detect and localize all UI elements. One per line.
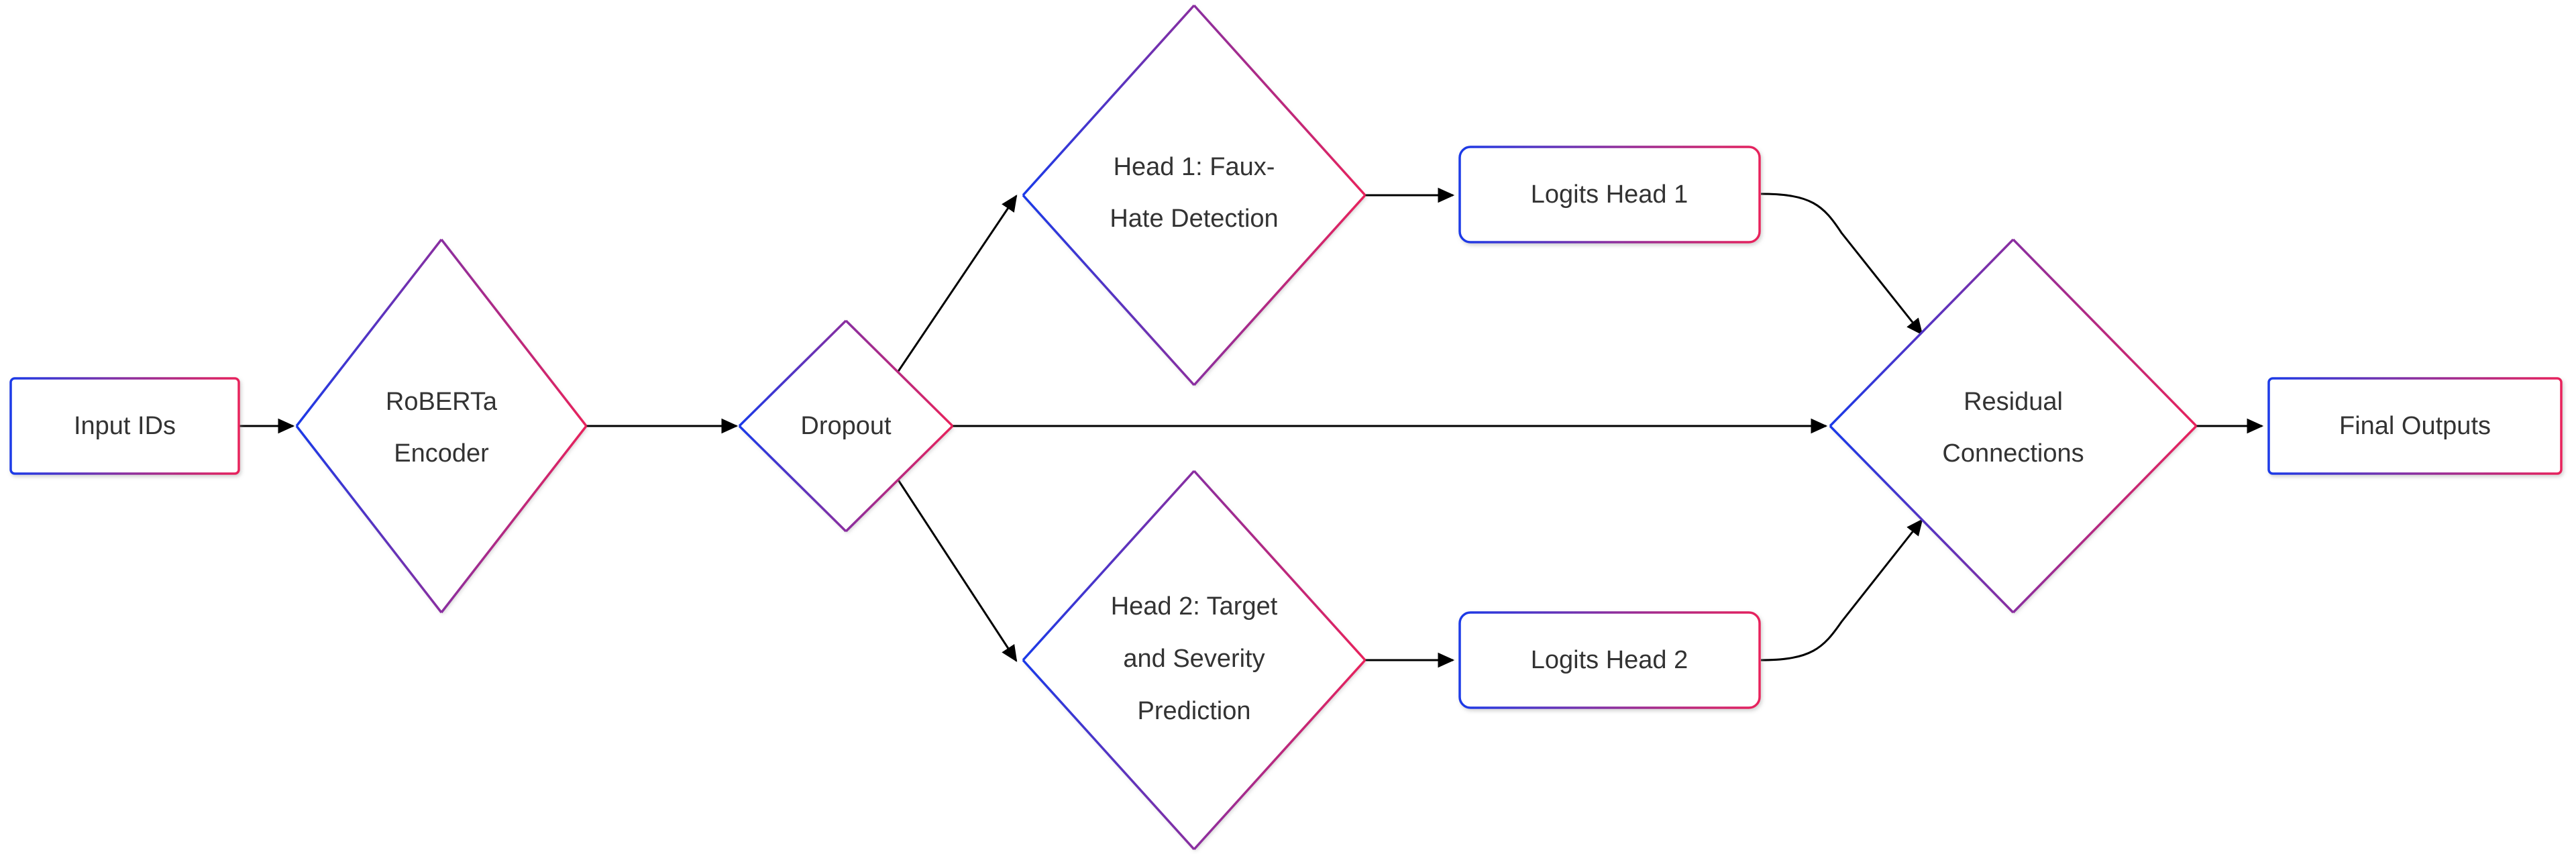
- input-ids-box[interactable]: [9, 377, 240, 475]
- head2-label-line2: and Severity: [1123, 645, 1265, 673]
- head1-edge-bottom-left: [1022, 194, 1195, 386]
- roberta-encoder-label-line2: Encoder: [394, 439, 489, 468]
- edge-dropout-to-head2: [896, 478, 1018, 662]
- final-outputs-label: Final Outputs: [2339, 412, 2491, 440]
- roberta-edge-top-left: [295, 238, 443, 427]
- residual-edge-bottom-left: [1829, 425, 2015, 614]
- dropout-edge-bottom-right: [845, 425, 954, 533]
- roberta-edge-bottom-left: [295, 425, 443, 614]
- edge-logits2-to-residual: [1760, 519, 1923, 661]
- logits-head2-box[interactable]: [1458, 611, 1761, 709]
- roberta-encoder-diamond-fill[interactable]: [297, 239, 586, 612]
- dropout-edge-top-left: [738, 319, 847, 427]
- residual-connections-label-line2: Connections: [1942, 439, 2084, 468]
- roberta-edge-top-right: [440, 238, 588, 427]
- head2-edge-top-right: [1193, 470, 1366, 661]
- residual-connections-diamond-fill[interactable]: [1830, 239, 2196, 612]
- head1-label-line2: Hate Detection: [1110, 205, 1278, 233]
- head1-edge-top-right: [1193, 4, 1366, 197]
- roberta-encoder-label-line1: RoBERTa: [386, 388, 498, 416]
- node-residual-connections[interactable]: Residual Connections: [1829, 238, 2198, 614]
- head2-edge-bottom-right: [1193, 659, 1366, 851]
- edge-dropout-to-head1: [896, 195, 1018, 373]
- head1-diamond-fill[interactable]: [1023, 5, 1365, 385]
- head1-label-line1: Head 1: Faux-: [1114, 153, 1275, 181]
- node-roberta-encoder[interactable]: RoBERTa Encoder: [295, 238, 588, 614]
- head1-edge-top-left: [1022, 4, 1195, 197]
- node-head1[interactable]: Head 1: Faux- Hate Detection: [1022, 4, 1366, 386]
- logits-head1-box[interactable]: [1458, 146, 1761, 244]
- residual-connections-label-line1: Residual: [1964, 388, 2063, 416]
- dropout-edge-top-right: [845, 319, 954, 427]
- residual-edge-top-right: [2012, 238, 2198, 427]
- node-logits-head2[interactable]: Logits Head 2: [1458, 611, 1761, 709]
- final-outputs-box[interactable]: [2267, 377, 2563, 475]
- residual-edge-top-left: [1829, 238, 2015, 427]
- residual-edge-bottom-right: [2012, 425, 2198, 614]
- head2-label-line1: Head 2: Target: [1111, 592, 1278, 621]
- head2-edge-bottom-left: [1022, 659, 1195, 851]
- node-logits-head1[interactable]: Logits Head 1: [1458, 146, 1761, 244]
- logits-head1-label: Logits Head 1: [1531, 180, 1688, 209]
- logits-head2-label: Logits Head 2: [1531, 646, 1688, 674]
- head1-edge-bottom-right: [1193, 194, 1366, 386]
- node-input-ids[interactable]: Input IDs: [9, 377, 240, 475]
- node-dropout[interactable]: Dropout: [738, 319, 954, 533]
- node-final-outputs[interactable]: Final Outputs: [2267, 377, 2563, 475]
- input-ids-label: Input IDs: [74, 412, 176, 440]
- head2-label-line3: Prediction: [1138, 697, 1251, 725]
- node-head2[interactable]: Head 2: Target and Severity Prediction: [1022, 470, 1366, 851]
- dropout-label: Dropout: [800, 412, 892, 440]
- edge-logits1-to-residual: [1760, 193, 1923, 335]
- dropout-edge-bottom-left: [738, 425, 847, 533]
- head2-edge-top-left: [1022, 470, 1195, 661]
- roberta-edge-bottom-right: [440, 425, 588, 614]
- edge-layer: [239, 187, 2264, 668]
